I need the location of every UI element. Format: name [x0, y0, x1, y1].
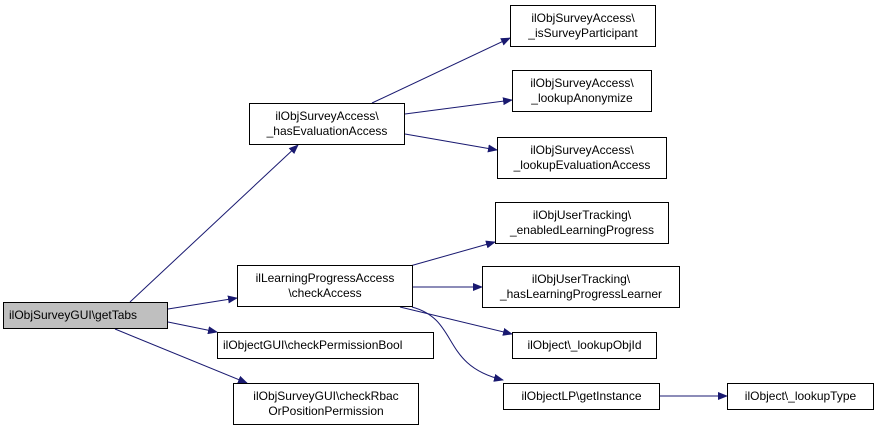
node-checkRbacOrPositionPermission[interactable]: ilObjSurveyGUI\checkRbac OrPositionPermi…	[233, 383, 419, 425]
node-isSurveyParticipant-line2: _isSurveyParticipant	[528, 26, 638, 40]
node-checkAccess-line1: ilLearningProgressAccess	[255, 271, 395, 285]
node-isSurveyParticipant[interactable]: ilObjSurveyAccess\ _isSurveyParticipant	[510, 5, 656, 47]
node-hasEvaluationAccess-line1: ilObjSurveyAccess\	[275, 109, 379, 123]
edge-has-eval-to-is-part	[371, 37, 511, 104]
edge-has-eval-to-anon	[404, 97, 513, 115]
node-hasLearningProgressLearner[interactable]: ilObjUserTracking\ _hasLearningProgressL…	[482, 266, 680, 308]
node-enabledLearningProgress-line2: _enabledLearningProgress	[509, 223, 655, 237]
node-checkPermissionBool-label: ilObjectGUI\checkPermissionBool	[223, 338, 403, 352]
node-hasLearningProgressLearner-line1: ilObjUserTracking\	[531, 272, 631, 286]
node-lookupType[interactable]: ilObject\_lookupType	[727, 383, 874, 410]
node-enabledLearningProgress[interactable]: ilObjUserTracking\ _enabledLearningProgr…	[495, 202, 669, 244]
node-getInstance[interactable]: ilObjectLP\getInstance	[503, 383, 660, 410]
node-checkRbac-line2: OrPositionPermission	[268, 404, 384, 418]
node-lookupEvaluationAccess-line2: _lookupEvaluationAccess	[513, 158, 651, 172]
node-checkRbac-line1: ilObjSurveyGUI\checkRbac	[253, 389, 399, 403]
node-lookupAnonymize-line1: ilObjSurveyAccess\	[530, 76, 634, 90]
node-hasEvaluationAccess-line2: _hasEvaluationAccess	[266, 124, 388, 138]
edge-root-to-lp-check	[167, 295, 238, 310]
edge-root-to-has-eval	[129, 144, 299, 303]
node-lookupType-label: ilObject\_lookupType	[744, 389, 857, 403]
node-getInstance-label: ilObjectLP\getInstance	[521, 389, 642, 403]
node-isSurveyParticipant-line1: ilObjSurveyAccess\	[531, 11, 635, 25]
edge-root-to-rbac	[114, 328, 248, 384]
node-lookupObjId-label: ilObject\_lookupObjId	[527, 338, 642, 352]
edge-has-eval-to-eval-access	[404, 133, 498, 153]
edge-lp-check-to-obj-id	[399, 306, 513, 336]
edge-root-to-check-perm	[167, 321, 218, 335]
node-lookupAnonymize[interactable]: ilObjSurveyAccess\ _lookupAnonymize	[512, 70, 652, 112]
node-checkAccess-line2: \checkAccess	[288, 286, 362, 300]
node-getTabs-label: ilObjSurveyGUI\getTabs	[9, 308, 138, 322]
node-lookupObjId[interactable]: ilObject\_lookupObjId	[512, 332, 657, 359]
node-getTabs[interactable]: ilObjSurveyGUI\getTabs	[3, 302, 168, 329]
node-checkAccess[interactable]: ilLearningProgressAccess \checkAccess	[237, 265, 413, 307]
node-checkPermissionBool[interactable]: ilObjectGUI\checkPermissionBool	[217, 332, 434, 359]
edge-lp-check-to-lp-instance	[411, 306, 504, 382]
node-lookupEvaluationAccess[interactable]: ilObjSurveyAccess\ _lookupEvaluationAcce…	[497, 137, 667, 179]
node-enabledLearningProgress-line1: ilObjUserTracking\	[532, 208, 632, 222]
node-hasEvaluationAccess[interactable]: ilObjSurveyAccess\ _hasEvaluationAccess	[249, 103, 405, 145]
node-lookupEvaluationAccess-line1: ilObjSurveyAccess\	[530, 143, 634, 157]
node-lookupAnonymize-line2: _lookupAnonymize	[531, 91, 633, 105]
edge-lp-check-to-enabled-lp	[409, 240, 496, 267]
node-hasLearningProgressLearner-line2: _hasLearningProgressLearner	[499, 287, 663, 301]
